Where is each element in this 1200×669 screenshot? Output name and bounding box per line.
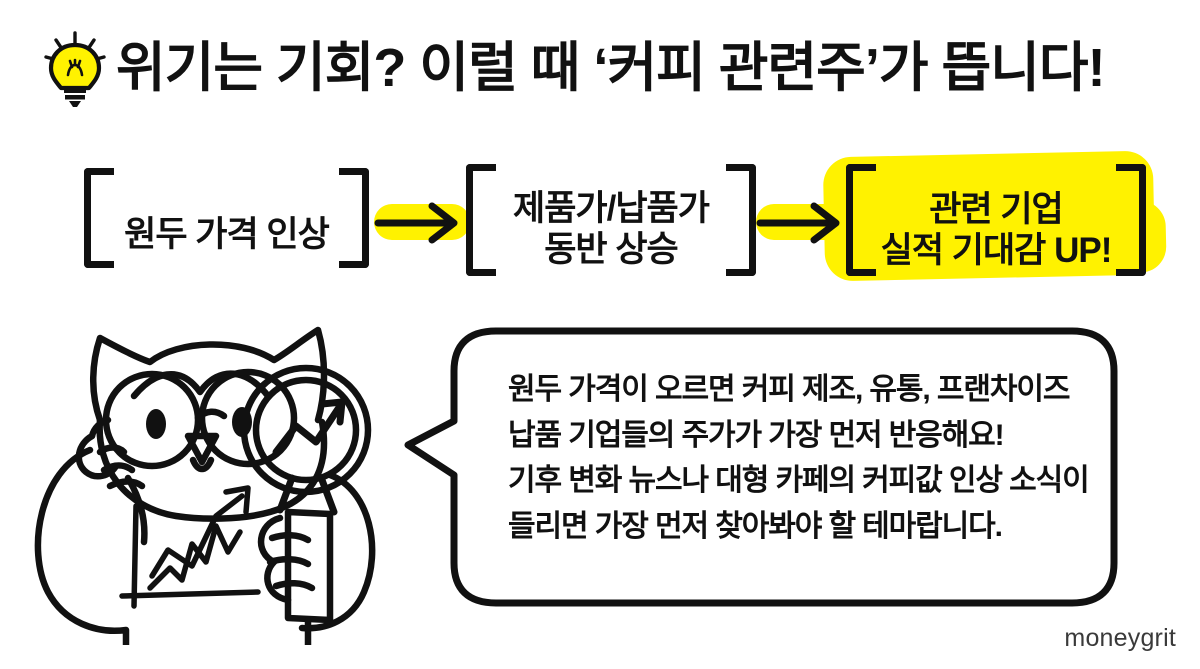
bracket-left-icon <box>846 164 876 276</box>
flow-diagram: 원두 가격 인상 제품가/납품가 동반 상승 <box>0 150 1200 295</box>
flow-step-2: 제품가/납품가 동반 상승 <box>466 154 756 286</box>
speech-bubble-outline <box>404 327 1118 607</box>
rising-chart <box>119 485 261 609</box>
bracket-left-icon <box>466 164 496 276</box>
bracket-left-icon <box>84 168 114 268</box>
bracket-right-icon <box>1116 164 1146 276</box>
owl-head <box>90 326 328 424</box>
owl-brow <box>130 370 272 400</box>
flow-step-1-label: 원두 가격 인상 <box>124 215 330 255</box>
trend-up-arrow <box>272 398 346 456</box>
headline: 위기는 기회? 이럴 때 ‘커피 관련주’가 뜹니다! <box>44 24 1106 116</box>
flow-step-3-label: 관련 기업 실적 기대감 UP! <box>880 189 1113 270</box>
speech-bubble-text: 원두 가격이 오르면 커피 제조, 유통, 프랜차이즈 납품 기업들의 주가가 … <box>508 373 1090 543</box>
flow-arrow-2 <box>756 196 852 248</box>
flow-arrow-1 <box>374 196 470 248</box>
bracket-right-icon <box>339 168 369 268</box>
right-arrow-icon <box>756 202 840 244</box>
owl-pupil-left <box>146 409 166 439</box>
glasses-bridge <box>194 408 228 422</box>
owl-body <box>34 446 130 645</box>
flow-step-2-label: 제품가/납품가 동반 상승 <box>513 188 710 269</box>
owl-analyst-illustration <box>34 326 376 645</box>
flow-step-3: 관련 기업 실적 기대감 UP! <box>822 150 1167 288</box>
owl-beak <box>184 432 220 466</box>
bracket-right-icon <box>726 164 756 276</box>
speech-bubble: 원두 가격이 오르면 커피 제조, 유통, 프랜차이즈 납품 기업들의 주가가 … <box>400 325 1120 610</box>
page-title: 위기는 기회? 이럴 때 ‘커피 관련주’가 뜹니다! <box>116 38 1106 98</box>
lightbulb-icon <box>44 31 106 107</box>
flow-step-1: 원두 가격 인상 <box>84 160 369 278</box>
watermark: moneygrit <box>1064 624 1176 652</box>
right-arrow-icon <box>374 202 458 244</box>
owl-pupil-right <box>232 407 252 437</box>
